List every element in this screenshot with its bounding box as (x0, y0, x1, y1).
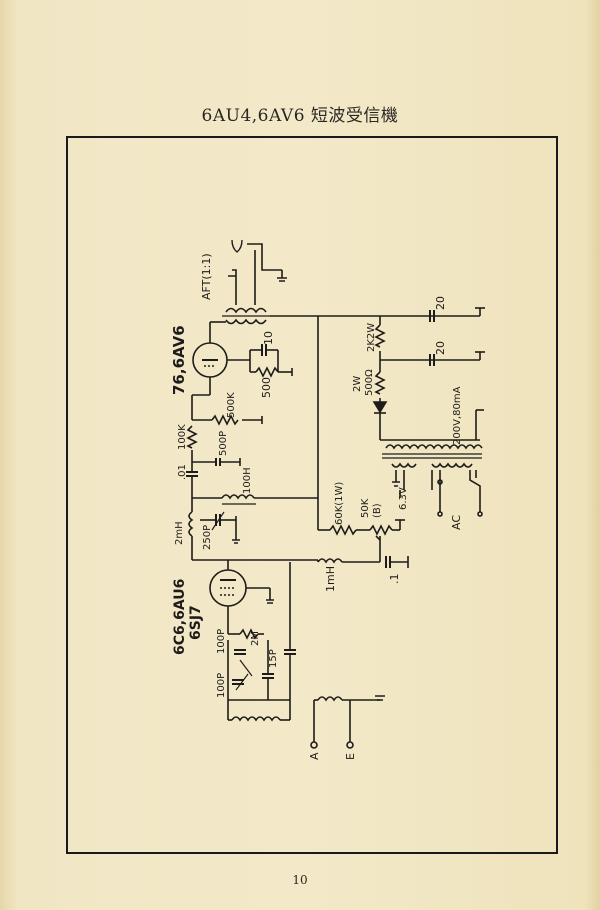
page-number: 10 (292, 873, 308, 887)
label-b: (B) (372, 503, 383, 518)
label-r60k: 60K(1W) (334, 482, 345, 525)
label-c250p: 250P (202, 525, 213, 550)
label-c10: 10 (262, 331, 275, 345)
label-ac: AC (450, 515, 463, 530)
frame-border (66, 136, 558, 854)
label-r2k2w: 2K2W (366, 323, 377, 352)
label-c100p-b: 100P (216, 673, 227, 698)
label-r2m: 2M (250, 631, 261, 646)
label-c100p-a: 100P (216, 629, 227, 654)
label-c01: .01 (177, 464, 188, 480)
label-r500: 500 (260, 377, 273, 398)
label-r2w: 2W (352, 376, 363, 392)
label-earth: E (344, 753, 357, 760)
wiring (186, 239, 485, 749)
label-c20b: 20 (434, 341, 447, 355)
page-title: 6AU4,6AV6 短波受信機 (201, 106, 399, 126)
label-tube-6c6: 6C6,6AU6 (172, 579, 188, 655)
label-c500p: 500P (218, 431, 229, 456)
label-r100k: 100K (177, 424, 188, 450)
label-r50k: 50K (360, 498, 371, 518)
component-labels: AFT(1:1) 76,6AV6 10 500 500K 100K 500P .… (170, 253, 463, 760)
label-transformer-rating: 200V,80mA (452, 386, 463, 445)
label-tube-6sj7: 6SJ7 (188, 605, 204, 640)
label-1mh: 1mH (324, 566, 337, 592)
label-2mh: 2mH (174, 521, 185, 545)
label-ch100h: 100H (242, 467, 253, 494)
label-63v: 6.3V (398, 487, 409, 510)
label-c20a: 20 (434, 296, 447, 310)
label-antenna: A (308, 752, 321, 760)
label-c01b: .1 (388, 574, 401, 585)
label-c15p: 15P (268, 649, 279, 668)
label-r500k: 500K (226, 392, 237, 418)
label-r500ohm: 500Ω (364, 369, 375, 396)
label-tube-76: 76,6AV6 (170, 325, 188, 395)
label-aft: AFT(1:1) (200, 253, 213, 300)
